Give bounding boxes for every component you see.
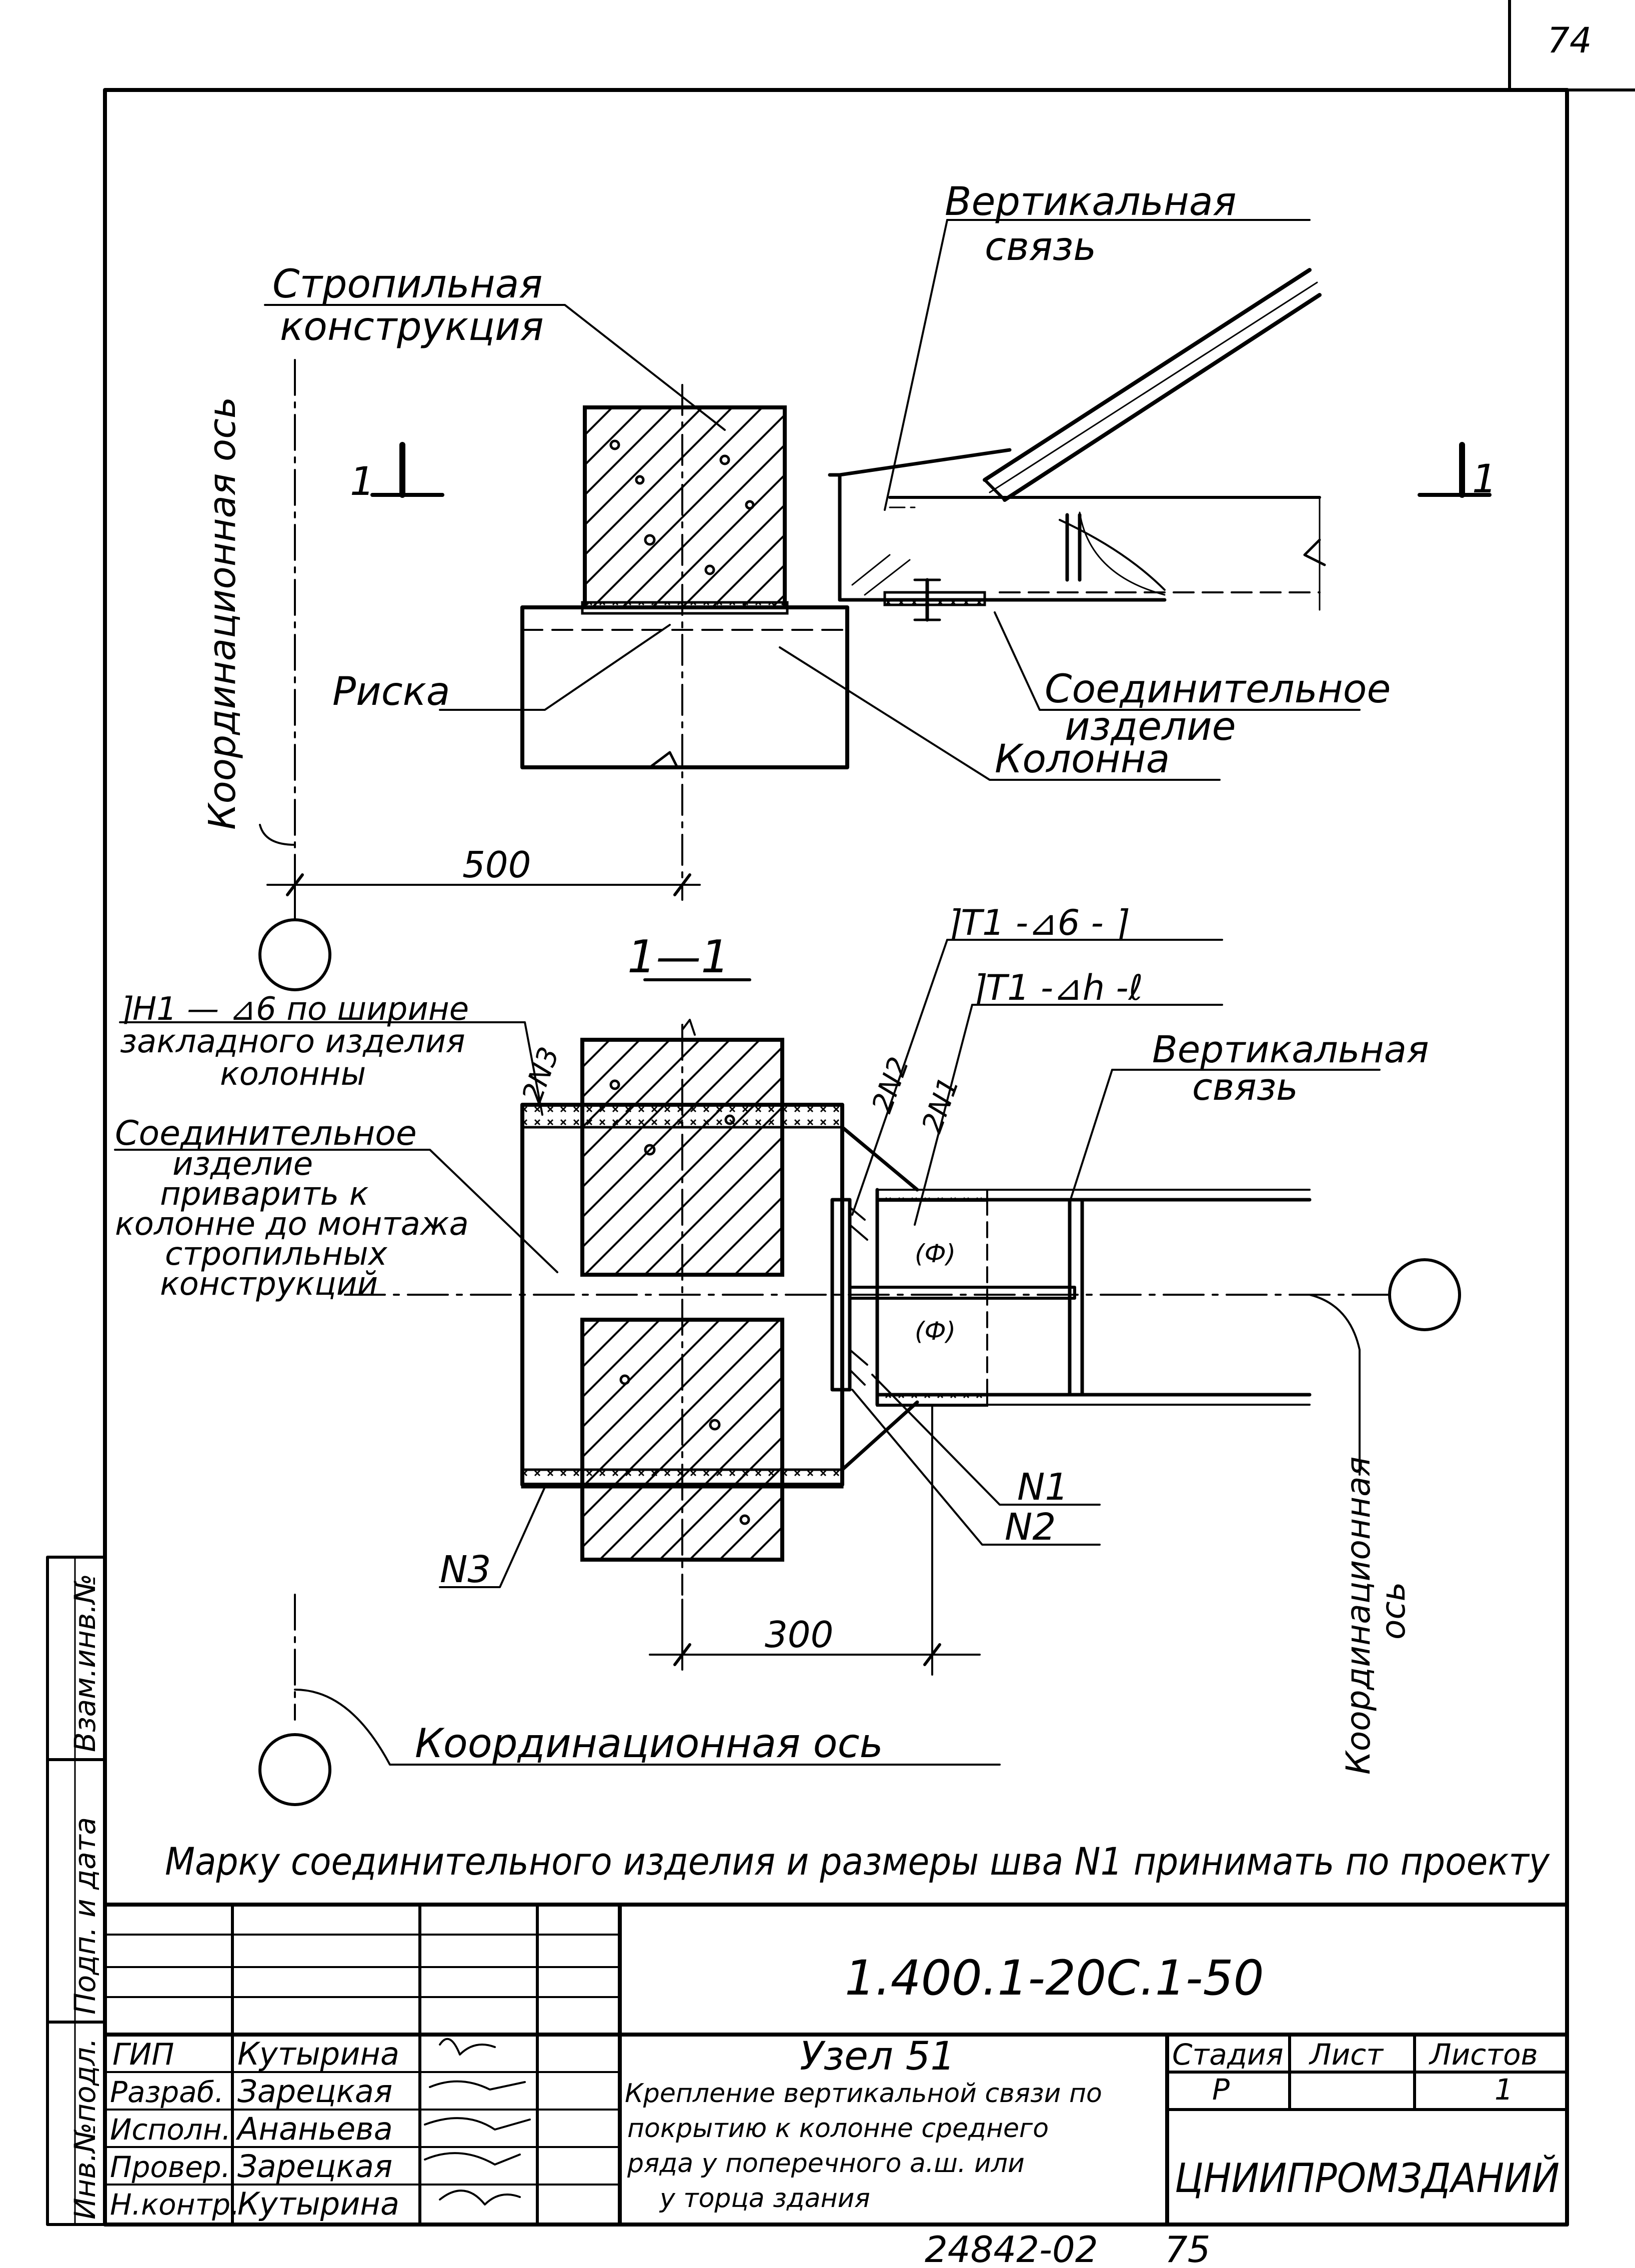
stage-value: Р (1212, 2073, 1230, 2107)
sheets-header: Листов (1429, 2038, 1538, 2072)
name-2: Ананьева (235, 2111, 393, 2147)
section-bracing-label-1: Вертикальная (1152, 1028, 1429, 1071)
role-2: Исполн. (110, 2113, 231, 2147)
mark-label: Риска (332, 669, 450, 714)
drawing-frame (103, 0, 1635, 2227)
sheets-value: 1 (1495, 2073, 1513, 2107)
bottom-axis-label: Координационная ось (415, 1720, 883, 1767)
node-description-2: покрытию к колонне среднего (627, 2114, 1049, 2144)
node-description-4: у торца здания (659, 2184, 870, 2214)
section-bracing-label-2: связь (1192, 1066, 1298, 1109)
sheet-number: 74 (1547, 20, 1592, 61)
signature-4 (424, 2152, 521, 2166)
dimension-300: 300 (765, 1614, 833, 1656)
name-1: Зарецкая (237, 2073, 392, 2110)
signature-5 (439, 2190, 521, 2206)
callout-n1: N1 (1017, 1466, 1068, 1509)
connector-note-line-4: колонне до монтажа (115, 1206, 469, 1243)
sheet-header: Лист (1309, 2038, 1384, 2072)
document-code: 1.400.1-20С.1-50 (845, 1950, 1264, 2006)
svg-text:(Ф): (Ф) (915, 1239, 956, 1268)
side-stamp (46, 1556, 106, 2226)
weld-note-n1-line-1: ⌉Н1 — ⊿6 по ширине (120, 991, 469, 1028)
name-4: Кутырина (237, 2186, 399, 2222)
name-0: Кутырина (237, 2036, 399, 2072)
node-description-1: Крепление вертикальной связи по (625, 2079, 1102, 2109)
weld-2n3: 2N3 (516, 1043, 566, 1107)
connector-note-line-3: приварить к (160, 1176, 369, 1213)
connector-note-line-5: стропильных (165, 1236, 388, 1273)
right-axis-label-1: Координационная (1339, 1457, 1378, 1775)
signature-1 (439, 2038, 496, 2056)
connector-label-2: изделие (1065, 704, 1236, 749)
truss-label-1: Стропильная (272, 262, 542, 307)
truss-label-2: конструкция (280, 304, 544, 349)
stamp-inventory: Инв.№подл. (68, 2038, 102, 2220)
connector-note-line-2: изделие (172, 1146, 313, 1183)
stage-header: Стадия (1172, 2038, 1284, 2072)
weld-t1-top: ⌉Т1 -⊿6 - ⌉ (947, 902, 1129, 943)
weld-note-n1-line-2: закладного изделия (120, 1023, 465, 1060)
column-label: Колонна (995, 737, 1170, 782)
section-mark-right: 1 (1472, 457, 1497, 502)
section-view: (Ф) (Ф) (114, 939, 1461, 1806)
callout-n3: N3 (440, 1548, 491, 1591)
section-title: 1—1 (627, 931, 730, 983)
name-3: Зарецкая (237, 2148, 392, 2185)
stamp-signature-date: Подп. и дата (68, 1817, 102, 2015)
connector-label-1: Соединительное (1045, 667, 1391, 712)
top-axis-label: Координационная ось (201, 396, 244, 830)
right-axis-label-2: ось (1374, 1582, 1413, 1640)
weld-2n1: 2N1 (916, 1073, 966, 1137)
role-3: Провер. (110, 2150, 230, 2184)
signature-2 (429, 2080, 526, 2091)
section-mark-left: 1 (350, 459, 375, 504)
top-bracing-label-2: связь (985, 224, 1096, 269)
top-view (258, 219, 1492, 991)
weld-t1-second: ⌉Т1 -⊿h -ℓ (972, 967, 1143, 1008)
svg-text:(Ф): (Ф) (915, 1317, 956, 1346)
role-0: ГИП (112, 2037, 174, 2072)
role-4: Н.контр. (110, 2188, 240, 2222)
order-number: 24842-02 (925, 2229, 1098, 2268)
node-title: Узел 51 (800, 2034, 955, 2079)
title-block (103, 1903, 1569, 2227)
role-1: Разраб. (110, 2075, 224, 2109)
dimension-500: 500 (462, 844, 531, 886)
page-number: 75 (1165, 2229, 1211, 2268)
signature-3 (424, 2117, 531, 2131)
connector-note-line-6: конструкций (160, 1266, 378, 1303)
callout-n2: N2 (1005, 1506, 1056, 1549)
drawing-note: Марку соединительного изделия и размеры … (165, 1839, 1550, 1884)
stamp-replacement: Взам.инв.№ (68, 1574, 102, 1752)
weld-2n2: 2N2 (866, 1053, 916, 1117)
weld-note-n1-line-3: колонны (220, 1056, 366, 1093)
top-bracing-label-1: Вертикальная (945, 179, 1237, 224)
node-description-3: ряда у поперечного а.ш. или (627, 2149, 1025, 2179)
organization: ЦНИИПРОМЗДАНИЙ (1175, 2155, 1560, 2202)
connector-note-line-1: Соединительное (115, 1114, 417, 1153)
